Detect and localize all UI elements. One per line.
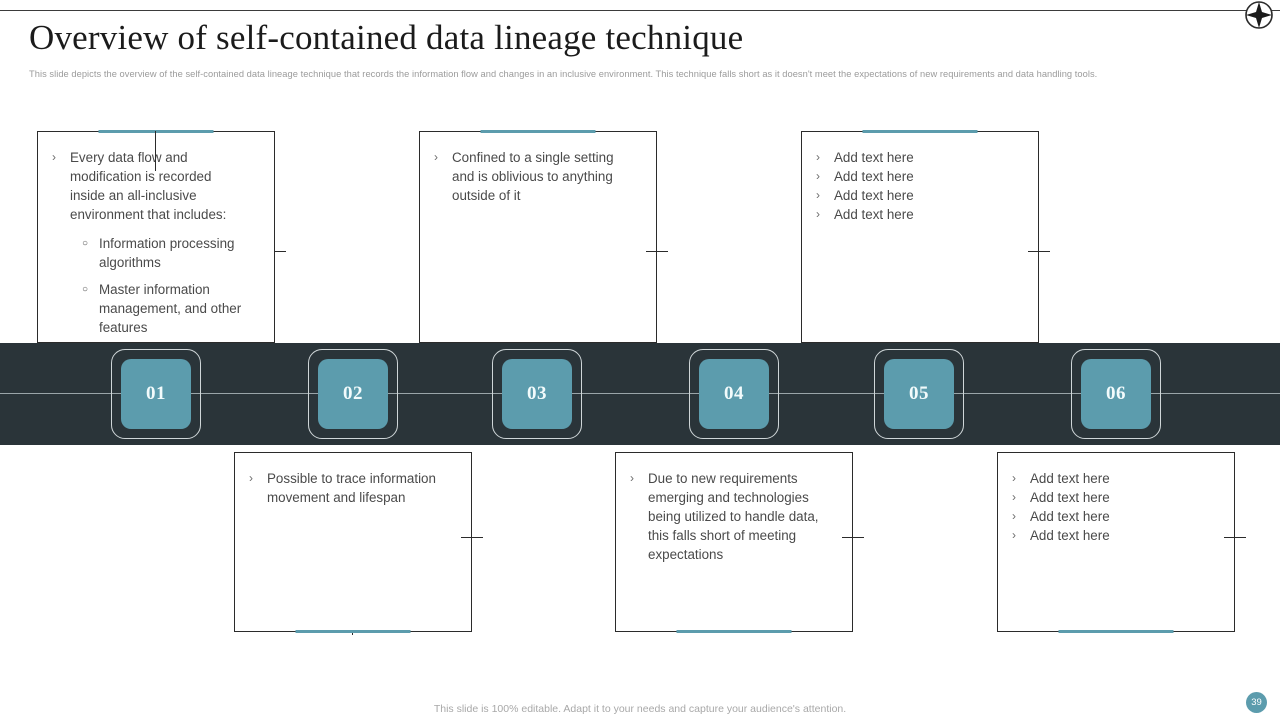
bullet-item: › Add text here xyxy=(1012,507,1204,526)
connector-stem-03 xyxy=(646,251,668,252)
sub-bullet-text: Master information management, and other… xyxy=(99,282,242,335)
accent-bar-top-01 xyxy=(98,130,214,133)
bullet-list-03: › Confined to a single setting and is ob… xyxy=(434,148,626,205)
bullet-text: Confined to a single setting and is obli… xyxy=(452,150,614,203)
accent-bar-top-05 xyxy=(862,130,978,133)
accent-bar-bottom-04 xyxy=(676,630,792,633)
bullet-item: › Add text here xyxy=(1012,526,1204,545)
content-box-03: › Confined to a single setting and is ob… xyxy=(419,130,657,343)
timeline-node-06[interactable]: 06 xyxy=(1071,349,1161,439)
compass-star-icon xyxy=(1245,1,1273,29)
bullet-marker-icon: › xyxy=(1012,471,1016,485)
bullet-list-06: › Add text here › Add text here › Add te… xyxy=(1012,469,1204,545)
bullet-item: › Add text here xyxy=(816,167,1008,186)
timeline-node-05[interactable]: 05 xyxy=(874,349,964,439)
bullet-list-01: › Every data flow and modification is re… xyxy=(52,148,244,337)
bullet-text: Due to new requirements emerging and tec… xyxy=(648,471,819,562)
stem-vertical-01 xyxy=(155,131,156,171)
node-number: 06 xyxy=(1106,383,1126,404)
node-chip: 03 xyxy=(502,359,572,429)
node-chip: 04 xyxy=(699,359,769,429)
node-number: 01 xyxy=(146,383,166,404)
bullet-item: › Add text here xyxy=(1012,488,1204,507)
node-chip: 05 xyxy=(884,359,954,429)
bullet-item: › Add text here xyxy=(1012,469,1204,488)
bullet-text: Every data flow and modification is reco… xyxy=(70,150,227,222)
content-box-05: › Add text here › Add text here › Add te… xyxy=(801,130,1039,343)
sub-bullet-item: ○ Information processing algorithms xyxy=(82,234,244,272)
accent-bar-top-03 xyxy=(480,130,596,133)
connector-stem-02 xyxy=(461,537,483,538)
connector-stem-04 xyxy=(842,537,864,538)
bullet-marker-icon: › xyxy=(52,150,56,164)
bullet-text: Possible to trace information movement a… xyxy=(267,471,436,505)
bullet-text: Add text here xyxy=(1030,471,1110,486)
bullet-text: Add text here xyxy=(1030,490,1110,505)
node-chip: 01 xyxy=(121,359,191,429)
bullet-list-05: › Add text here › Add text here › Add te… xyxy=(816,148,1008,224)
content-box-06: › Add text here › Add text here › Add te… xyxy=(997,452,1235,633)
node-number: 05 xyxy=(909,383,929,404)
footer-note: This slide is 100% editable. Adapt it to… xyxy=(433,703,847,715)
bullet-text: Add text here xyxy=(834,150,914,165)
connector-stem-05 xyxy=(1028,251,1050,252)
bullet-marker-icon: › xyxy=(434,150,438,164)
sub-bullet-item: ○ Master information management, and oth… xyxy=(82,280,244,337)
bullet-text: Add text here xyxy=(834,207,914,222)
bullet-item: › Confined to a single setting and is ob… xyxy=(434,148,626,205)
bullet-marker-icon: › xyxy=(816,207,820,221)
timeline-node-02[interactable]: 02 xyxy=(308,349,398,439)
bullet-marker-icon: › xyxy=(1012,490,1016,504)
bullet-item: › Add text here xyxy=(816,186,1008,205)
bullet-item: › Add text here xyxy=(816,148,1008,167)
connector-stem-01 xyxy=(275,251,286,252)
node-number: 04 xyxy=(724,383,744,404)
node-number: 03 xyxy=(527,383,547,404)
page-subtitle: This slide depicts the overview of the s… xyxy=(29,69,1098,79)
timeline-node-04[interactable]: 04 xyxy=(689,349,779,439)
page-title: Overview of self-contained data lineage … xyxy=(29,18,744,57)
bullet-list-02: › Possible to trace information movement… xyxy=(249,469,441,507)
timeline-node-01[interactable]: 01 xyxy=(111,349,201,439)
bullet-text: Add text here xyxy=(834,188,914,203)
accent-bar-bottom-06 xyxy=(1058,630,1174,633)
bullet-marker-icon: › xyxy=(1012,509,1016,523)
sub-bullet-marker-icon: ○ xyxy=(82,284,89,295)
header-divider xyxy=(0,10,1280,11)
bullet-text: Add text here xyxy=(1030,528,1110,543)
node-chip: 06 xyxy=(1081,359,1151,429)
timeline-axis-line xyxy=(0,393,1280,394)
bullet-item: › Due to new requirements emerging and t… xyxy=(630,469,822,564)
sub-bullet-marker-icon: ○ xyxy=(82,238,89,249)
node-number: 02 xyxy=(343,383,363,404)
bullet-marker-icon: › xyxy=(816,169,820,183)
bullet-marker-icon: › xyxy=(1012,528,1016,542)
sub-bullet-text: Information processing algorithms xyxy=(99,236,235,270)
bullet-marker-icon: › xyxy=(630,471,634,485)
connector-stem-06 xyxy=(1224,537,1246,538)
bullet-text: Add text here xyxy=(834,169,914,184)
bullet-marker-icon: › xyxy=(249,471,253,485)
content-box-02: › Possible to trace information movement… xyxy=(234,452,472,633)
bullet-marker-icon: › xyxy=(816,150,820,164)
timeline-node-03[interactable]: 03 xyxy=(492,349,582,439)
bullet-text: Add text here xyxy=(1030,509,1110,524)
accent-bar-bottom-02 xyxy=(295,630,411,633)
bullet-item: › Possible to trace information movement… xyxy=(249,469,441,507)
content-box-04: › Due to new requirements emerging and t… xyxy=(615,452,853,633)
node-chip: 02 xyxy=(318,359,388,429)
bullet-item: › Add text here xyxy=(816,205,1008,224)
bullet-marker-icon: › xyxy=(816,188,820,202)
sub-bullet-list-01: ○ Information processing algorithms ○ Ma… xyxy=(82,234,244,337)
content-box-01: › Every data flow and modification is re… xyxy=(37,130,275,343)
page-number-badge: 39 xyxy=(1246,692,1267,713)
timeline-band xyxy=(0,343,1280,445)
bullet-item: › Every data flow and modification is re… xyxy=(52,148,244,224)
bullet-list-04: › Due to new requirements emerging and t… xyxy=(630,469,822,564)
